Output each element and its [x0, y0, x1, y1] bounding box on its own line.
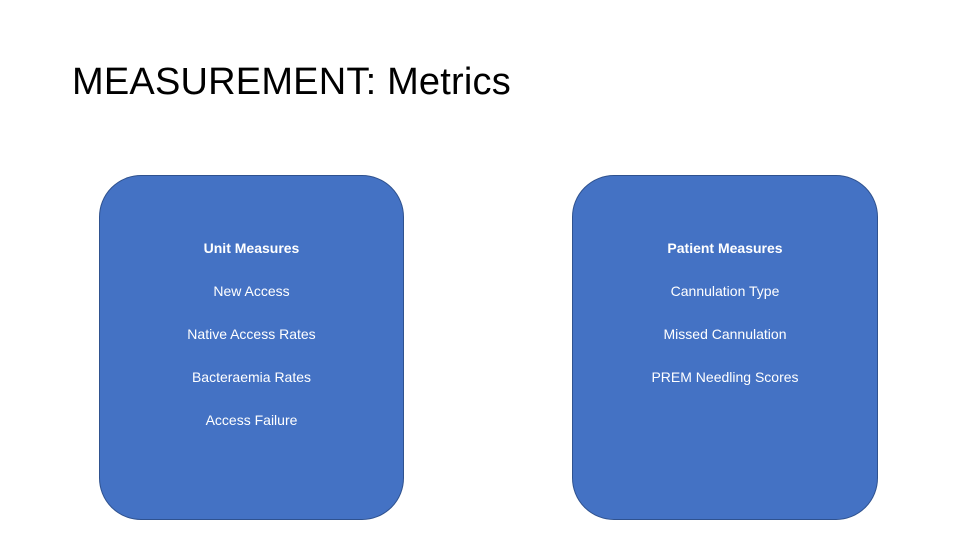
list-item: PREM Needling Scores [651, 369, 799, 385]
list-item: Bacteraemia Rates [191, 369, 312, 385]
page-title: MEASUREMENT: Metrics [72, 61, 511, 103]
patient-measures-content: Patient Measures Cannulation Type Missed… [573, 238, 877, 387]
list-item: Native Access Rates [187, 326, 316, 342]
patient-measures-heading: Patient Measures [667, 240, 783, 256]
list-item: New Access [213, 283, 290, 299]
list-item: Missed Cannulation [663, 326, 787, 342]
unit-measures-content: Unit Measures New Access Native Access R… [100, 238, 403, 430]
unit-measures-heading: Unit Measures [203, 240, 300, 256]
patient-measures-panel: Patient Measures Cannulation Type Missed… [572, 175, 878, 520]
list-item: Cannulation Type [670, 283, 780, 299]
unit-measures-panel: Unit Measures New Access Native Access R… [99, 175, 404, 520]
list-item: Access Failure [205, 412, 298, 428]
